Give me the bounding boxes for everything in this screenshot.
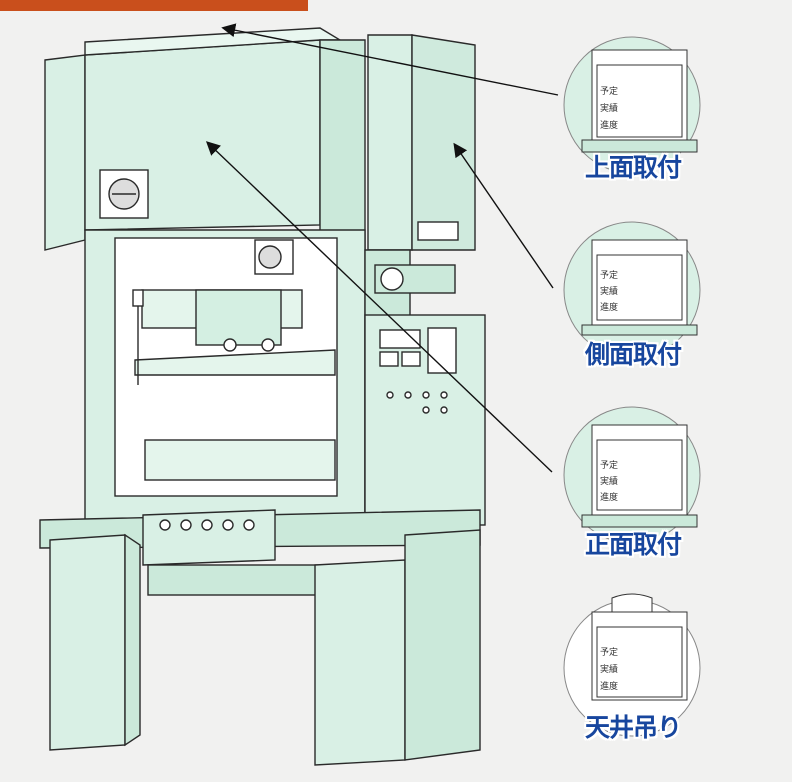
ceiling-hanger xyxy=(611,593,653,612)
arrow-side xyxy=(453,142,554,289)
display-panels xyxy=(581,49,698,701)
row-label: 実績 xyxy=(600,287,619,297)
row-label: 実績 xyxy=(600,477,619,487)
machine-right-column xyxy=(319,39,366,261)
left-leg xyxy=(49,534,126,751)
machine-left-panel xyxy=(44,54,86,251)
arrow-front xyxy=(205,141,553,473)
accent-strip xyxy=(0,0,308,11)
row-label: 予定 xyxy=(600,271,619,281)
row-label: 実績 xyxy=(600,665,619,675)
side-column xyxy=(367,34,413,251)
bolster xyxy=(134,349,336,376)
label-top-mount: 上面取付 xyxy=(585,153,682,182)
pointer-arrows xyxy=(205,23,559,473)
row-label: 実績 xyxy=(600,104,619,114)
row-label: 予定 xyxy=(600,648,619,658)
row-label: 進度 xyxy=(600,303,619,313)
row-label: 予定 xyxy=(600,87,619,97)
foot-switch-block xyxy=(142,509,276,566)
press-machine xyxy=(39,27,486,766)
row-label: 進度 xyxy=(600,682,619,692)
arrow-top xyxy=(221,23,559,96)
right-leg xyxy=(314,559,406,766)
row-label: 予定 xyxy=(600,461,619,471)
row-label: 進度 xyxy=(600,121,619,131)
label-side-mount: 側面取付 xyxy=(585,340,682,369)
bed xyxy=(144,439,336,481)
label-ceiling-mount: 天井吊り xyxy=(585,713,682,742)
row-label: 進度 xyxy=(600,493,619,503)
label-front-mount: 正面取付 xyxy=(585,530,682,559)
